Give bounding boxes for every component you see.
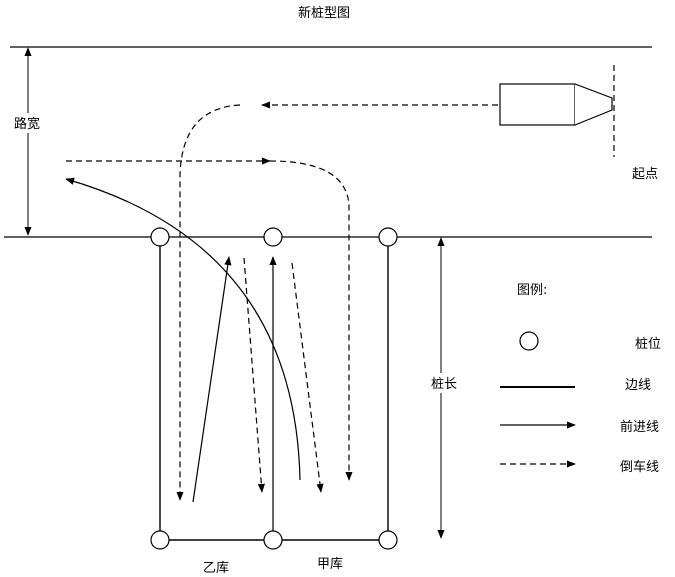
legend: 图例: 桩位 边线 前进线 倒车线 bbox=[500, 283, 661, 475]
forward-path-exit-bay-b bbox=[192, 256, 232, 503]
reverse-path-upper-turn bbox=[269, 160, 353, 481]
legend-pile-label: 桩位 bbox=[635, 337, 661, 352]
pile-length-label: 桩长 bbox=[431, 377, 457, 392]
legend-pile-symbol bbox=[519, 331, 539, 351]
reverse-path-bay-a bbox=[291, 262, 324, 493]
forward-paths bbox=[65, 177, 301, 532]
pile bbox=[263, 530, 283, 550]
pile bbox=[150, 227, 170, 247]
bay-edges bbox=[159, 246, 389, 541]
pile bbox=[378, 530, 398, 550]
reverse-path-bay-b-right bbox=[243, 257, 265, 493]
road-width-label: 路宽 bbox=[14, 116, 40, 132]
legend-reverse-label: 倒车线 bbox=[620, 459, 659, 475]
pile bbox=[150, 530, 170, 550]
pile bbox=[263, 227, 283, 247]
reverse-paths bbox=[66, 101, 498, 501]
legend-forward-label: 前进线 bbox=[620, 419, 659, 435]
pile bbox=[378, 227, 398, 247]
pile-positions bbox=[150, 227, 398, 550]
start-point-label: 起点 bbox=[632, 167, 658, 182]
car-icon bbox=[499, 83, 613, 126]
forward-path-curve-out bbox=[65, 177, 301, 481]
diagram-title: 新桩型图 bbox=[298, 5, 350, 21]
bay-b-label: 乙库 bbox=[203, 560, 229, 576]
bay-a-label: 甲库 bbox=[317, 556, 343, 572]
legend-edge-label: 边线 bbox=[625, 378, 651, 393]
reverse-path-turn-into-bay-b bbox=[176, 104, 241, 501]
legend-title: 图例: bbox=[517, 283, 547, 298]
